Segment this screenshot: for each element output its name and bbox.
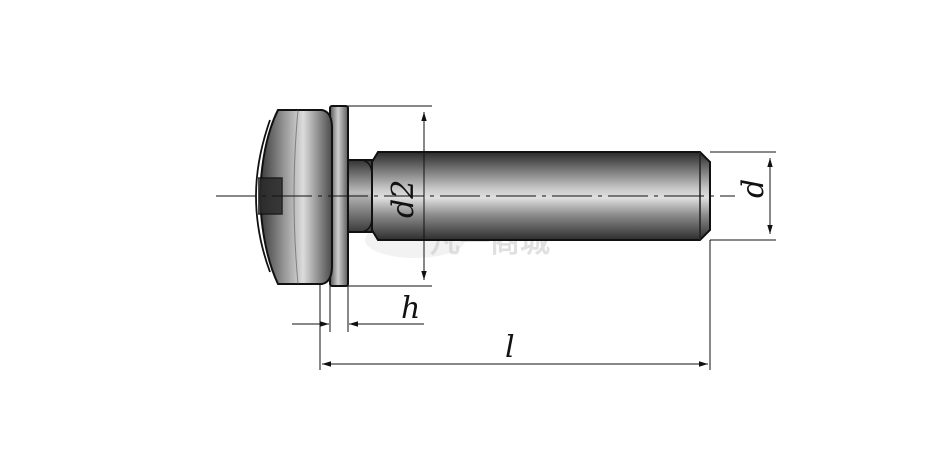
d2-label: d2 — [386, 180, 421, 218]
dimension-l: l — [319, 240, 711, 370]
l-label: l — [505, 330, 515, 365]
dimension-d2: d2 — [348, 105, 432, 287]
dimension-d: d — [710, 151, 776, 241]
screw-shank — [371, 151, 711, 241]
d-label: d — [736, 179, 771, 198]
h-label: h — [401, 291, 420, 326]
screw-head — [255, 109, 333, 285]
dimension-h: h — [292, 286, 424, 332]
